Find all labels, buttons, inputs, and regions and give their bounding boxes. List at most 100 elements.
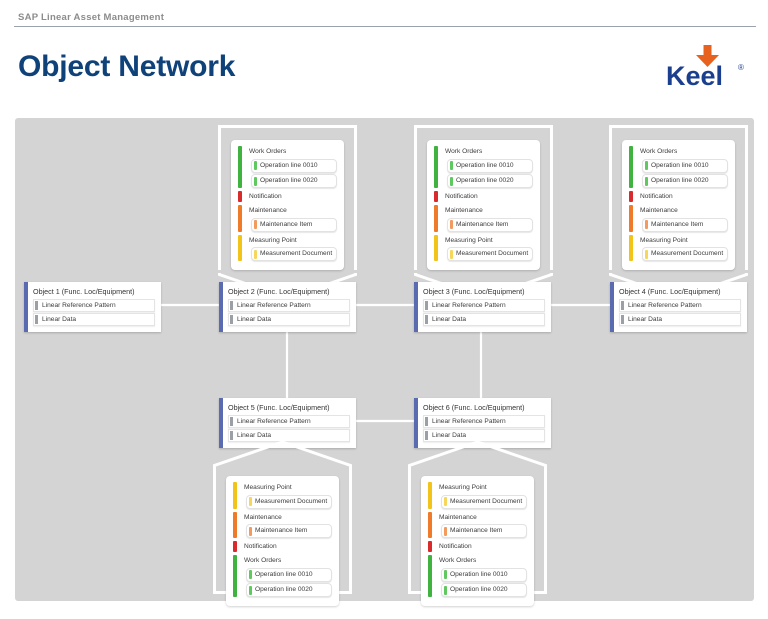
chip-operation-line[interactable]: Operation line 0010	[441, 567, 527, 582]
card-section: Maintenance Maintenance Item	[238, 205, 337, 232]
card-section: Measuring Point Measurement Document	[434, 234, 533, 261]
chip-measurement-document[interactable]: Measurement Document	[642, 247, 728, 261]
object-row-linear-data[interactable]: Linear Data	[228, 429, 350, 442]
row-bar	[425, 315, 428, 324]
chip-maintenance-item[interactable]: Maintenance Item	[447, 217, 533, 232]
chip-measurement-document[interactable]: Measurement Document	[441, 494, 527, 509]
row-bar	[230, 301, 233, 310]
chip-bar	[444, 497, 447, 506]
detail-card-top-2[interactable]: Work Orders Operation line 0010 Operatio…	[427, 140, 540, 270]
chip-bar	[444, 585, 447, 595]
section-title: Notification	[640, 193, 673, 200]
object-row-linear-reference-pattern[interactable]: Linear Reference Pattern	[423, 415, 545, 428]
object-row-linear-reference-pattern[interactable]: Linear Reference Pattern	[33, 299, 155, 312]
breadcrumb: SAP Linear Asset Management	[14, 12, 754, 23]
chip-bar	[645, 161, 648, 170]
object-row-label: Linear Reference Pattern	[42, 302, 116, 309]
chip-maintenance-item[interactable]: Maintenance Item	[246, 524, 332, 538]
object-row-label: Linear Data	[628, 316, 663, 323]
object-2[interactable]: Object 2 (Func. Loc/Equipment) Linear Re…	[219, 282, 356, 332]
chip-operation-line[interactable]: Operation line 0020	[441, 583, 527, 597]
card-section: Notification	[233, 541, 332, 552]
chip-label: Maintenance Item	[450, 527, 503, 534]
row-bar	[230, 417, 233, 426]
row-bar	[621, 315, 624, 324]
status-bar-work-orders	[238, 146, 242, 188]
object-row-linear-data[interactable]: Linear Data	[423, 429, 545, 442]
object-3[interactable]: Object 3 (Func. Loc/Equipment) Linear Re…	[414, 282, 551, 332]
object-title: Object 6 (Func. Loc/Equipment)	[423, 403, 525, 412]
chip-operation-line[interactable]: Operation line 0020	[246, 583, 332, 597]
section-title: Notification	[249, 193, 282, 200]
chip-label: Operation line 0020	[260, 177, 318, 184]
chip-maintenance-item[interactable]: Maintenance Item	[441, 524, 527, 538]
chevron-connector-bottom-1	[213, 441, 352, 467]
registered-mark: ®	[738, 63, 744, 72]
card-section: Measuring Point Measurement Document	[629, 234, 728, 261]
object-row-linear-data[interactable]: Linear Data	[228, 313, 350, 326]
detail-card-top-3[interactable]: Work Orders Operation line 0010 Operatio…	[622, 140, 735, 270]
chip-bar	[254, 176, 257, 186]
object-row-linear-reference-pattern[interactable]: Linear Reference Pattern	[228, 415, 350, 428]
status-bar-work-orders	[428, 555, 432, 597]
detail-card-bottom-2[interactable]: Measuring Point Measurement Document Mai…	[421, 476, 534, 606]
status-bar-measuring-point	[238, 234, 242, 261]
chip-operation-line[interactable]: Operation line 0010	[251, 158, 337, 173]
status-bar-work-orders	[434, 146, 438, 188]
chip-measurement-document[interactable]: Measurement Document	[246, 494, 332, 509]
chip-label: Operation line 0010	[260, 161, 318, 169]
status-bar-maintenance	[238, 205, 242, 232]
section-title: Work Orders	[640, 148, 678, 155]
chip-bar	[444, 526, 447, 536]
object-row-label: Linear Data	[432, 316, 467, 323]
card-section: Work Orders Operation line 0010 Operatio…	[434, 146, 533, 188]
section-title: Work Orders	[244, 557, 282, 564]
object-title: Object 3 (Func. Loc/Equipment)	[423, 287, 525, 296]
chip-label: Operation line 0020	[456, 177, 514, 184]
status-bar-notification	[233, 541, 237, 552]
page-title: Object Network	[18, 50, 236, 83]
chip-operation-line[interactable]: Operation line 0020	[447, 174, 533, 188]
object-row-linear-data[interactable]: Linear Data	[33, 313, 155, 326]
chip-operation-line[interactable]: Operation line 0010	[246, 567, 332, 582]
object-row-label: Linear Data	[237, 316, 272, 323]
chip-maintenance-item[interactable]: Maintenance Item	[642, 217, 728, 232]
object-1[interactable]: Object 1 (Func. Loc/Equipment) Linear Re…	[24, 282, 161, 332]
status-bar-maintenance	[233, 511, 237, 538]
object-title: Object 5 (Func. Loc/Equipment)	[228, 403, 330, 412]
card-section: Work Orders Operation line 0010 Operatio…	[238, 146, 337, 188]
section-title: Maintenance	[445, 207, 483, 214]
row-bar	[35, 315, 38, 324]
chip-operation-line[interactable]: Operation line 0010	[447, 158, 533, 173]
object-row-linear-reference-pattern[interactable]: Linear Reference Pattern	[423, 299, 545, 312]
chip-operation-line[interactable]: Operation line 0010	[642, 158, 728, 173]
card-section: Measuring Point Measurement Document	[233, 482, 332, 509]
object-accent-bar	[414, 282, 418, 332]
chip-operation-line[interactable]: Operation line 0020	[251, 174, 337, 188]
section-title: Maintenance	[640, 207, 678, 214]
detail-card-top-1[interactable]: Work Orders Operation line 0010 Operatio…	[231, 140, 344, 270]
object-row-linear-reference-pattern[interactable]: Linear Reference Pattern	[228, 299, 350, 312]
detail-card-bottom-1[interactable]: Measuring Point Measurement Document Mai…	[226, 476, 339, 606]
object-5[interactable]: Object 5 (Func. Loc/Equipment) Linear Re…	[219, 398, 356, 448]
section-title: Measuring Point	[640, 236, 688, 244]
card-section: Measuring Point Measurement Document	[428, 482, 527, 509]
chip-maintenance-item[interactable]: Maintenance Item	[251, 217, 337, 232]
card-section: Maintenance Maintenance Item	[434, 205, 533, 232]
card-section: Notification	[428, 541, 527, 552]
chip-measurement-document[interactable]: Measurement Document	[251, 247, 337, 261]
card-section: Notification	[629, 191, 728, 202]
object-row-label: Linear Reference Pattern	[432, 302, 506, 309]
chip-measurement-document[interactable]: Measurement Document	[447, 247, 533, 261]
object-row-linear-data[interactable]: Linear Data	[619, 313, 741, 326]
chip-operation-line[interactable]: Operation line 0020	[642, 174, 728, 188]
chip-label: Maintenance Item	[255, 527, 308, 534]
object-4[interactable]: Object 4 (Func. Loc/Equipment) Linear Re…	[610, 282, 747, 332]
object-6[interactable]: Object 6 (Func. Loc/Equipment) Linear Re…	[414, 398, 551, 448]
object-row-linear-data[interactable]: Linear Data	[423, 313, 545, 326]
chip-bar	[249, 497, 252, 506]
section-title: Maintenance	[439, 513, 477, 521]
status-bar-measuring-point	[233, 482, 237, 509]
object-row-linear-reference-pattern[interactable]: Linear Reference Pattern	[619, 299, 741, 312]
